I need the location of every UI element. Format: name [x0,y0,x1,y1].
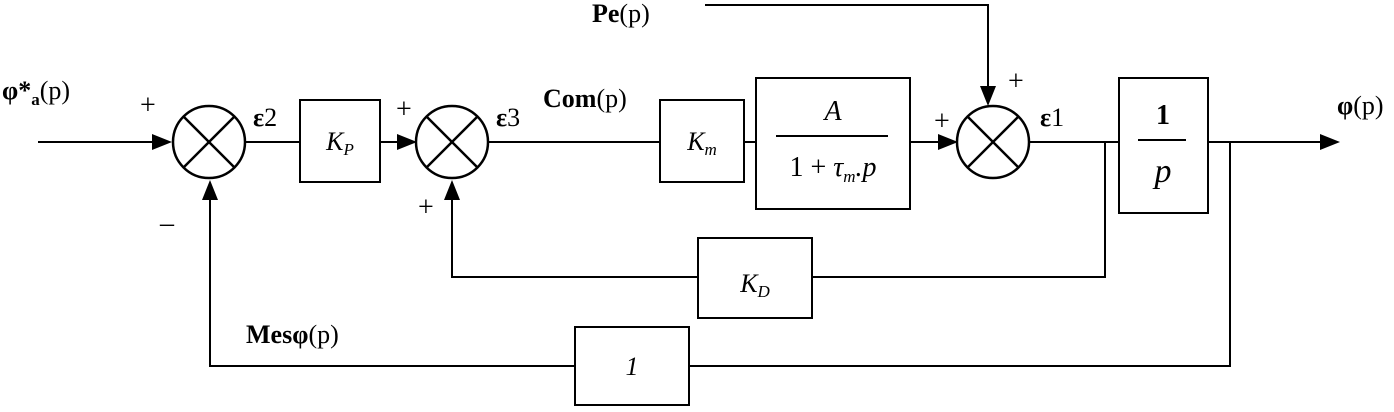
disturbance-signal-tail: (p) [619,0,649,28]
wire-disturbance [705,4,989,92]
summing-junction-1 [171,104,247,180]
plant-denominator-tau: τ [833,152,844,183]
block-kp-subscript: P [342,140,353,159]
integrator-denominator: p [1153,153,1172,190]
block-plant: A 1 + τm.p [755,77,911,210]
sign-sum1-input: + [140,90,156,121]
integrator-numerator: 1 [1156,100,1170,131]
sign-sum2-input: + [396,94,412,125]
plant-denominator-tau-subscript: m [843,167,855,186]
block-unity: 1 [574,326,690,406]
error-1-symbol: ε [1040,103,1051,132]
label-error-3: ε3 [496,103,520,132]
wire-unity-pickoff [689,142,1231,367]
command-signal-base: Com [543,84,597,113]
sign-sum1-feedback: – [159,208,175,239]
block-kd-symbol: K [739,269,759,298]
label-input-signal: φ*a(p) [2,76,70,109]
arrow-disturbance [980,86,996,106]
plant-numerator: A [822,96,842,127]
sign-sum3-input: + [934,106,950,137]
wire-unity-return [209,198,575,367]
measure-signal-tail: (p) [308,320,338,349]
svg-text:KD: KD [739,269,770,301]
wire-kd-return [451,198,698,278]
plant-denominator-constant: 1 + [789,152,826,183]
sign-sum3-disturbance: + [1008,66,1024,97]
arrow-kd-into-sum2 [444,180,460,200]
input-signal-base: φ* [2,76,31,105]
plant-denominator-tail: .p [856,152,877,183]
arrow-unity-into-sum1 [202,180,218,200]
label-measure-signal: Mesφ(p) [246,320,339,349]
error-2-symbol: ε [253,103,264,132]
label-disturbance-signal: Pe(p) [592,0,650,28]
block-kd-subscript: D [757,282,771,301]
label-error-1: ε1 [1040,103,1064,132]
block-km: Km [659,99,745,183]
block-km-subscript: m [705,140,717,159]
input-signal-sub: a [31,90,40,109]
plant-denominator: 1 + τm.p [789,152,876,186]
wires [38,4,1325,367]
block-integrator: 1 p [1118,77,1209,214]
error-2-index: 2 [264,103,277,132]
error-1-index: 1 [1051,103,1064,132]
arrowheads [152,86,1340,200]
error-3-symbol: ε [496,103,507,132]
arrow-into-sum3 [938,134,958,150]
output-signal-base: φ [1337,91,1353,120]
block-kp-symbol: K [325,127,345,156]
sign-sum2-feedback: + [418,192,434,223]
summing-junction-2 [414,104,490,180]
disturbance-signal-base: Pe [592,0,619,28]
summing-junction-3 [955,104,1031,180]
block-unity-value: 1 [626,352,639,381]
error-3-index: 3 [507,103,520,132]
svg-text:Km: Km [686,127,717,159]
command-signal-tail: (p) [596,84,626,113]
svg-text:KP: KP [325,127,354,159]
label-command-signal: Com(p) [543,84,627,113]
arrow-into-sum2 [397,134,417,150]
block-kp: KP [299,99,381,183]
block-kd: KD [697,237,813,319]
label-output-signal: φ(p) [1337,91,1384,120]
input-signal-tail: (p) [40,76,70,105]
arrow-into-sum1 [152,134,172,150]
measure-signal-base: Mesφ [246,320,308,349]
block-km-symbol: K [686,127,706,156]
label-error-2: ε2 [253,103,277,132]
wire-kd-pickoff [812,142,1106,278]
output-signal-tail: (p) [1353,91,1383,120]
arrow-output [1320,134,1340,150]
